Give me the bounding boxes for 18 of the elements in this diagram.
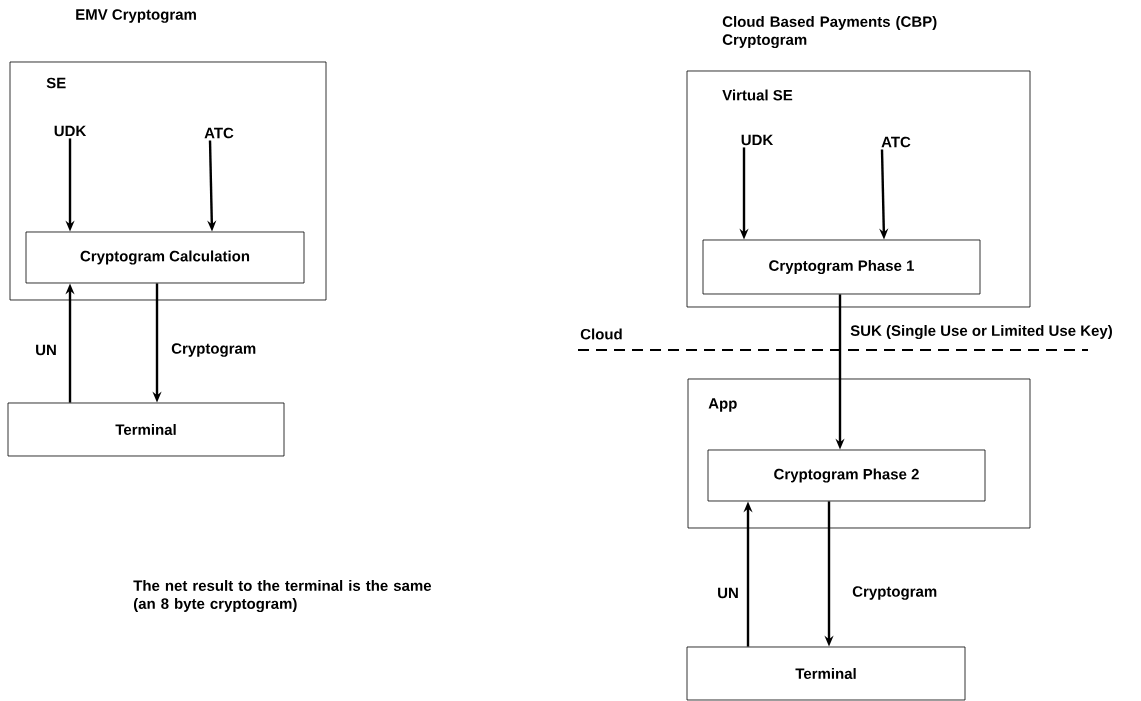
edge-label: UN <box>36 344 56 356</box>
heading: EMV Cryptogram <box>76 9 196 23</box>
edge-label: Cryptogram <box>852 586 937 600</box>
region-label: Cloud <box>580 328 622 340</box>
input-label: ATC <box>881 136 911 148</box>
edge-label: Cryptogram <box>171 343 256 357</box>
process-box: Cryptogram Phase 2 <box>707 449 986 502</box>
input-label: UDK <box>54 125 87 137</box>
note: The net result to the terminal is the same (an 8 byte cryptogram) <box>133 579 432 612</box>
process-box: Cryptogram Phase 1 <box>702 239 981 295</box>
input-label: UDK <box>741 134 774 146</box>
edge-label: SUK (Single Use or Limited Use Key) <box>850 324 1112 340</box>
process-box: Cryptogram Calculation <box>25 231 305 284</box>
process-box: Terminal <box>7 402 285 457</box>
process-box: Terminal <box>686 646 966 701</box>
edge-label: UN <box>718 587 738 599</box>
input-label: ATC <box>204 127 234 139</box>
heading: Cloud Based Payments (CBP) Cryptogram <box>722 16 937 49</box>
